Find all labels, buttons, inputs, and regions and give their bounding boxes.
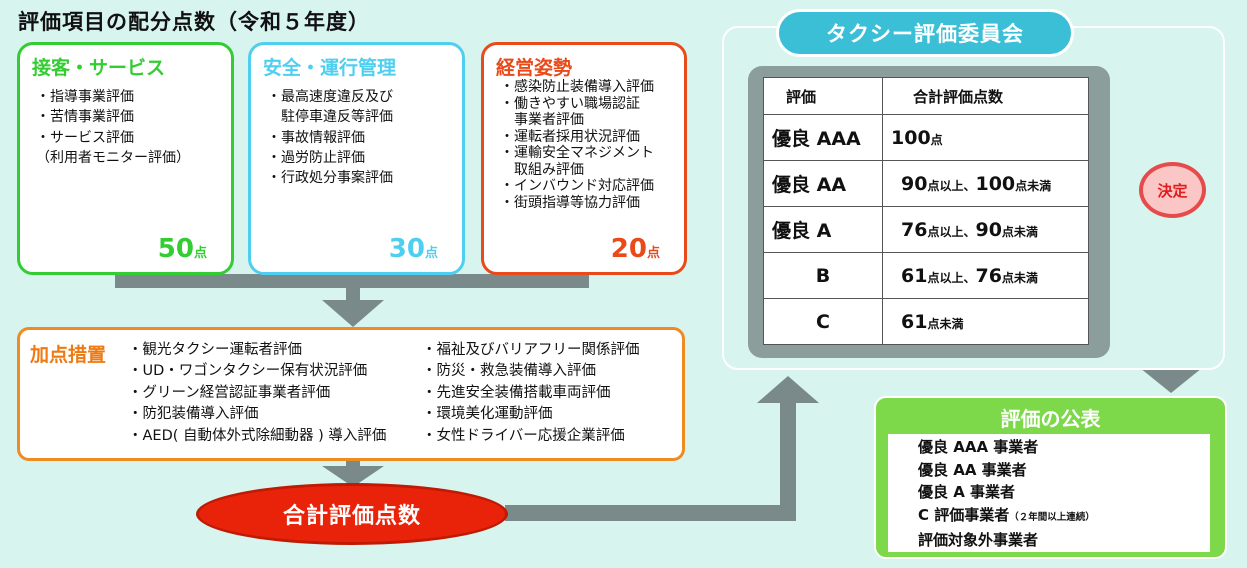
list-item: 防犯装備導入評価 [128, 404, 386, 425]
score-value: 90 [975, 218, 1002, 241]
list-item: 取組み評価 [514, 161, 584, 178]
points-value: 50 [157, 234, 194, 264]
table-header: 合計評価点数 [882, 77, 1089, 115]
connector-bar-top [115, 274, 589, 288]
score-cell: 61点以上、76点未満 [882, 252, 1089, 299]
score-cell: 90点以上、100点未満 [882, 160, 1089, 207]
list-item: 環境美化運動評価 [422, 404, 640, 425]
list-item-label: C 評価事業者 [918, 505, 1010, 524]
table-row: 優良 AA 90点以上、100点未満 [763, 160, 1089, 207]
points-value: 20 [610, 234, 647, 264]
arrow-down-icon [1140, 368, 1202, 393]
grade-table: 評価 合計評価点数 優良 AAA 100点 優良 AA 90点以上、100点未満… [763, 77, 1089, 345]
score-unit: 点未満 [1015, 178, 1052, 193]
page-title: 評価項目の配分点数（令和５年度） [18, 10, 370, 34]
bonus-measures-box: 加点措置 観光タクシー運転者評価 UD・ワゴンタクシー保有状況評価 グリーン経営… [17, 327, 685, 461]
grade-cell: 優良 AAA [763, 114, 883, 161]
score-value: 100 [891, 126, 931, 149]
connector-total-up [780, 400, 796, 521]
grade-cell: C [763, 298, 883, 345]
list-item: UD・ワゴンタクシー保有状況評価 [128, 361, 386, 382]
arrow-down-icon [322, 300, 384, 327]
table-header: 評価 [763, 77, 883, 115]
list-item: サービス評価 [36, 128, 190, 148]
score-value: 90 [901, 172, 928, 195]
publication-box: 評価の公表 優良 AAA 事業者 優良 AA 事業者 優良 A 事業者 C 評価… [874, 396, 1227, 559]
list-item: 感染防止装備導入評価 [500, 79, 654, 96]
category-management: 経営姿勢 感染防止装備導入評価 働きやすい職場認証 事業者評価 運転者採用状況評… [481, 42, 687, 275]
category-safety: 安全・運行管理 最高速度違反及び 駐停車違反等評価 事故情報評価 過労防止評価 … [248, 42, 465, 275]
list-item: 事故情報評価 [267, 128, 393, 148]
score-unit: 点以上、 [927, 270, 976, 285]
connector-total-right [505, 505, 796, 521]
list-item: グリーン経営認証事業者評価 [128, 383, 386, 404]
category-title: 経営姿勢 [496, 57, 573, 79]
score-cell: 76点以上、90点未満 [882, 206, 1089, 253]
score-unit: 点未満 [1001, 270, 1038, 285]
list-item: 福祉及びバリアフリー関係評価 [422, 340, 640, 361]
publication-note: （２年間以上連続） [1009, 511, 1095, 523]
list-item: 働きやすい職場認証 [500, 96, 654, 113]
score-unit: 点 [930, 132, 943, 147]
list-item: 行政処分事案評価 [267, 168, 393, 188]
score-unit: 点以上、 [927, 178, 976, 193]
list-item: （利用者モニター評価） [36, 149, 190, 166]
list-item: AED( 自動体外式除細動器 ) 導入評価 [128, 426, 387, 447]
points-badge: 20点 [611, 234, 660, 264]
list-item: 最高速度違反及び [267, 87, 393, 107]
list-item: 観光タクシー運転者評価 [128, 340, 386, 361]
category-title: 安全・運行管理 [263, 57, 397, 79]
list-item: インバウンド対応評価 [500, 178, 654, 195]
list-item: 優良 A 事業者 [918, 483, 1016, 501]
grade-cell: 優良 A [763, 206, 883, 253]
points-badge: 50点 [158, 234, 207, 264]
publication-title: 評価の公表 [1000, 407, 1101, 431]
list-item: 評価対象外事業者 [918, 531, 1039, 549]
score-value: 76 [975, 264, 1002, 287]
decision-badge: 決定 [1139, 162, 1206, 218]
list-item: 優良 AAA 事業者 [918, 438, 1039, 456]
list-item: 優良 AA 事業者 [918, 460, 1027, 479]
category-title: 接客・サービス [32, 57, 166, 79]
list-item: 事業者評価 [514, 112, 584, 129]
score-unit: 点以上、 [927, 224, 976, 239]
score-cell: 100点 [882, 114, 1089, 161]
table-row: 優良 AAA 100点 [763, 114, 1089, 161]
list-item: 先進安全装備搭載車両評価 [422, 383, 640, 404]
points-unit: 点 [193, 246, 207, 261]
category-service: 接客・サービス 指導事業評価 苦情事業評価 サービス評価 （利用者モニター評価）… [17, 42, 234, 275]
score-value: 61 [901, 310, 928, 333]
list-item: 苦情事業評価 [36, 107, 190, 127]
score-value: 61 [901, 264, 928, 287]
list-item: 運転者採用状況評価 [500, 129, 654, 146]
points-unit: 点 [424, 246, 438, 261]
score-unit: 点未満 [1001, 224, 1038, 239]
arrow-up-icon [757, 376, 819, 403]
list-item: 防災・救急装備導入評価 [422, 361, 640, 382]
arrow-down-icon [322, 466, 384, 487]
score-unit: 点未満 [927, 316, 964, 331]
total-score-oval: 合計評価点数 [196, 483, 508, 545]
score-cell: 61点未満 [882, 298, 1089, 345]
points-badge: 30点 [389, 234, 438, 264]
list-item: C 評価事業者（２年間以上連続） [918, 504, 1210, 530]
grade-cell: 優良 AA [763, 160, 883, 207]
list-item: 女性ドライバー応援企業評価 [422, 426, 640, 447]
score-value: 100 [975, 172, 1016, 195]
list-item: 運輸安全マネジメント [500, 145, 654, 162]
list-item: 駐停車違反等評価 [281, 109, 393, 126]
table-row: C 61点未満 [763, 298, 1089, 345]
list-item: 指導事業評価 [36, 87, 190, 107]
grade-cell: B [763, 252, 883, 299]
bonus-measures-title: 加点措置 [30, 344, 107, 366]
table-row: 優良 A 76点以上、90点未満 [763, 206, 1089, 253]
table-row: B 61点以上、76点未満 [763, 252, 1089, 299]
points-unit: 点 [646, 246, 660, 261]
list-item: 過労防止評価 [267, 148, 393, 168]
list-item: 街頭指導等協力評価 [500, 195, 654, 212]
score-value: 76 [901, 218, 928, 241]
publication-list: 優良 AAA 事業者 優良 AA 事業者 優良 A 事業者 C 評価事業者（２年… [888, 434, 1210, 552]
committee-title: タクシー評価委員会 [776, 9, 1074, 57]
points-value: 30 [388, 234, 425, 264]
